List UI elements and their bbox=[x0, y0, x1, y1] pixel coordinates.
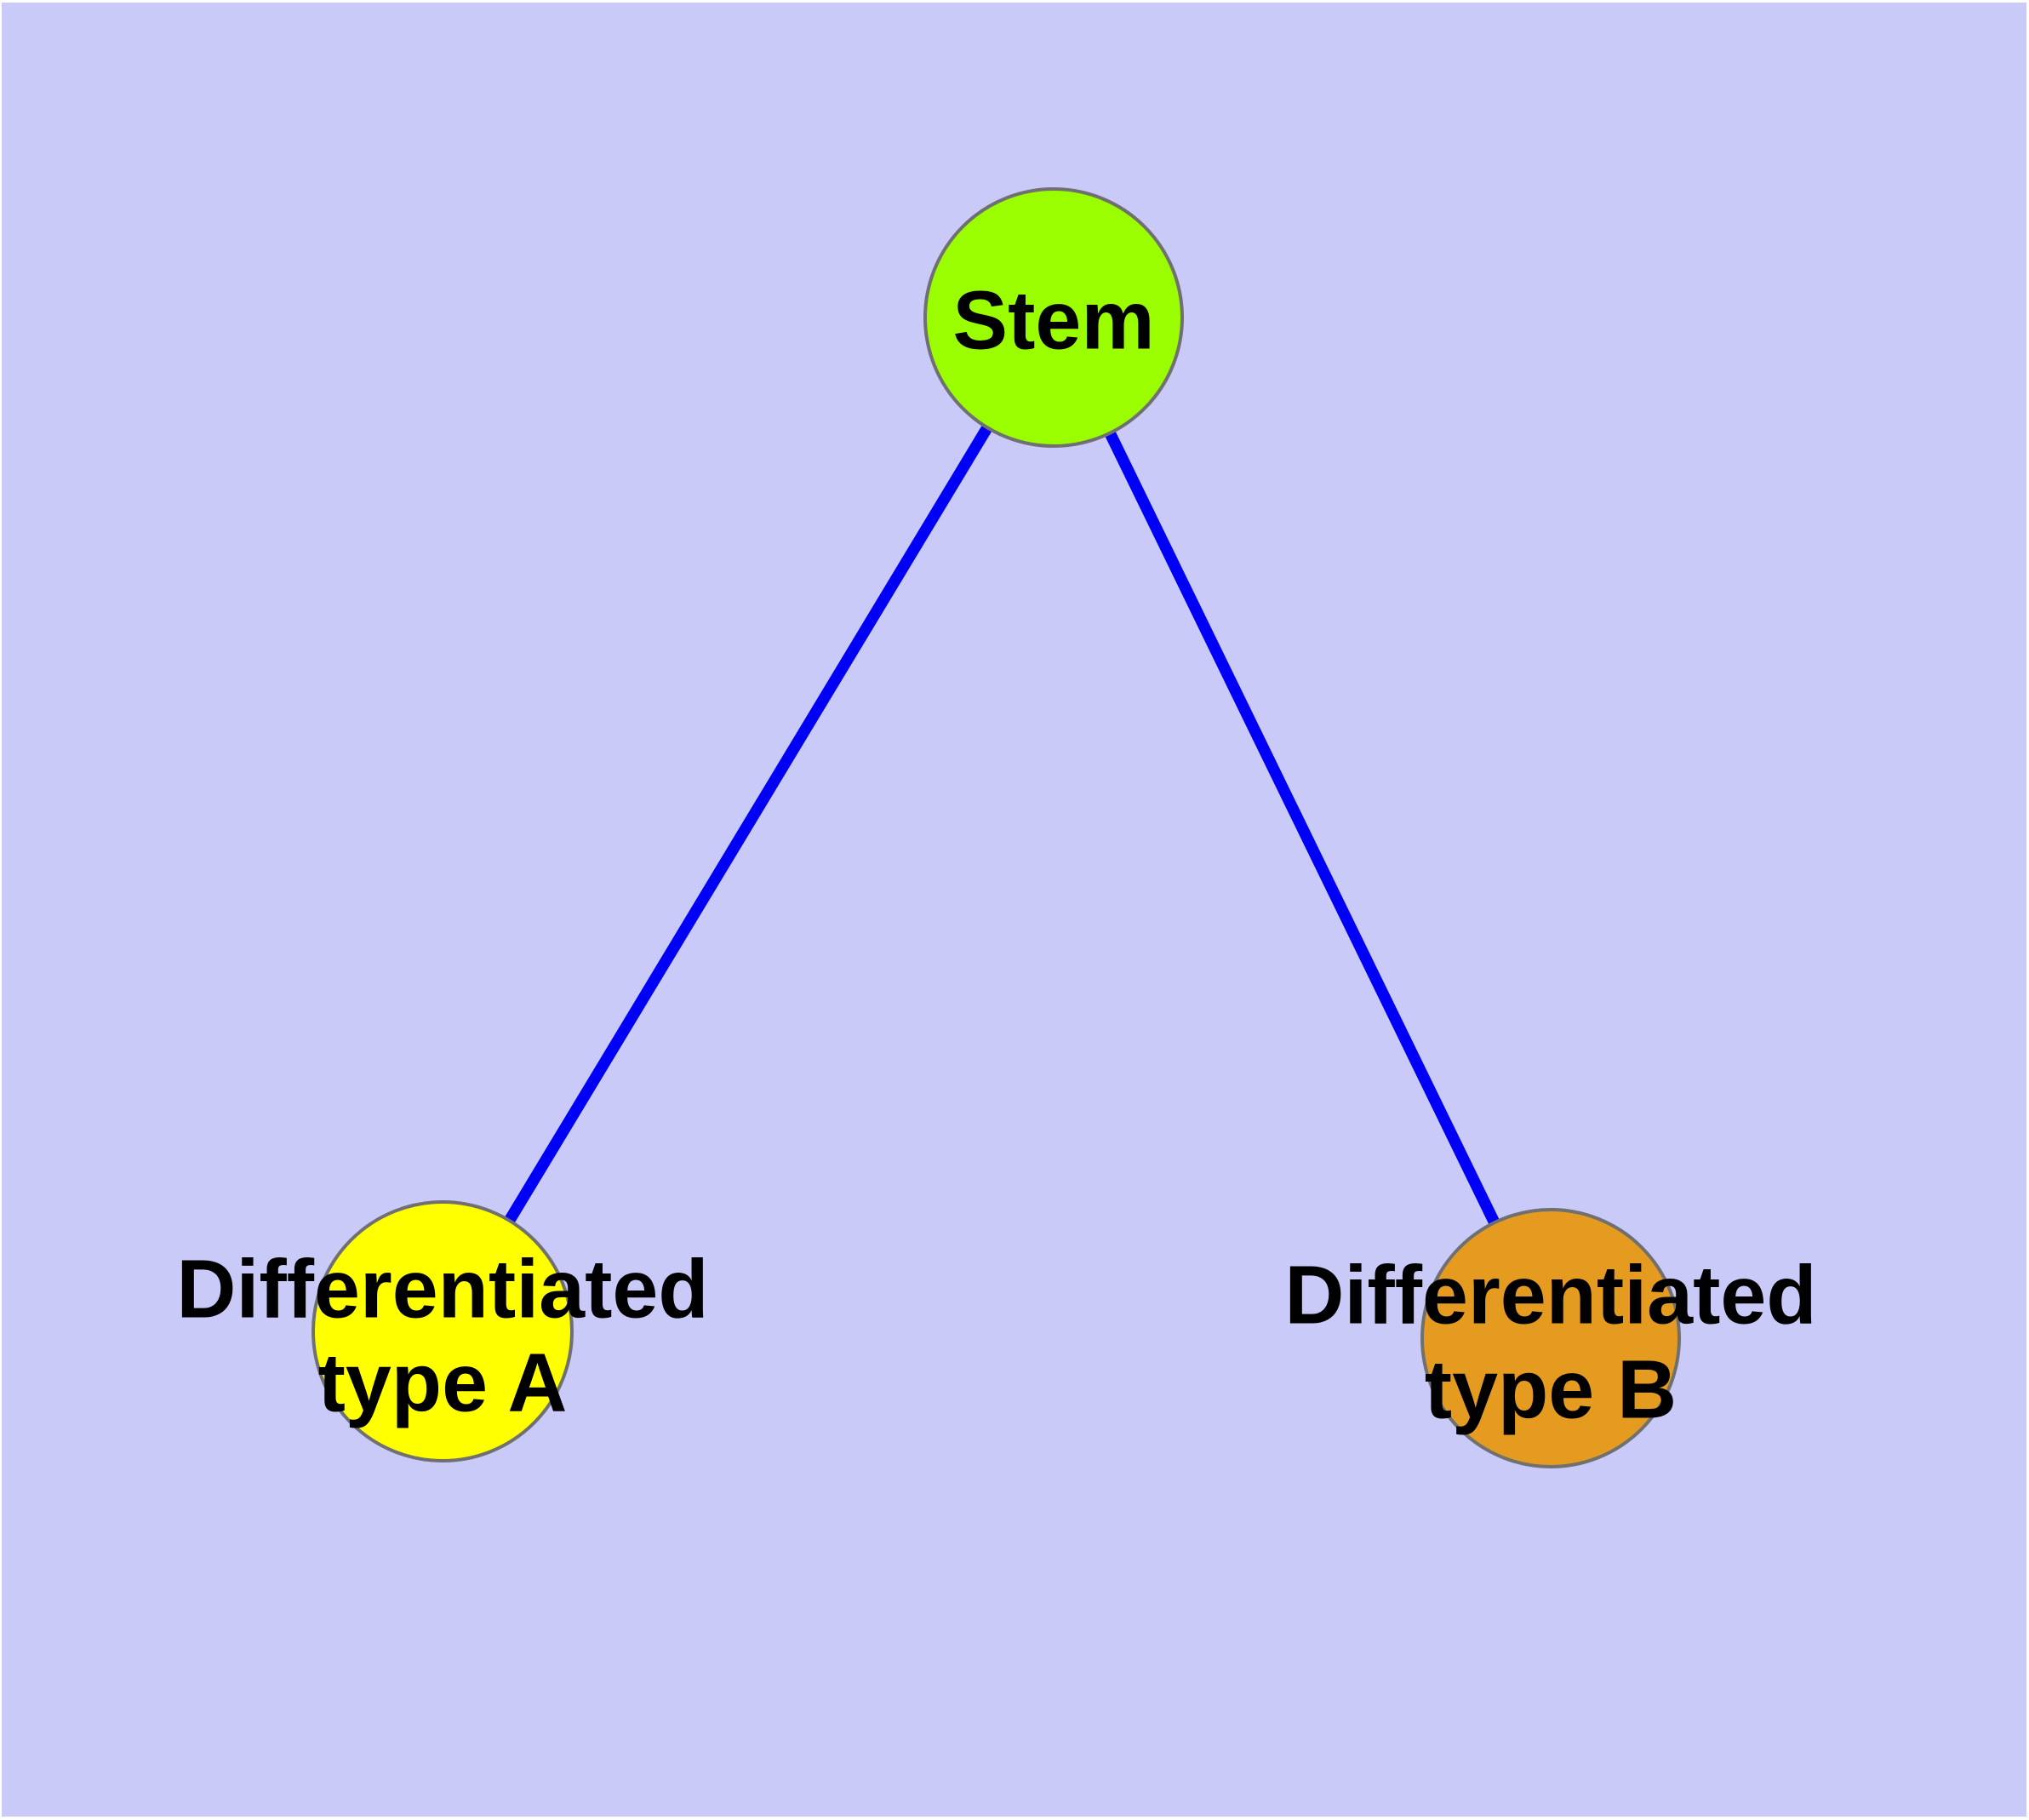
node-type-b-label-line1: Differentiated bbox=[1284, 1249, 1816, 1342]
node-stem-label: Stem bbox=[952, 274, 1154, 367]
node-stem bbox=[923, 187, 1184, 448]
node-type-a-label-line2: type A bbox=[318, 1336, 568, 1429]
node-differentiated-type-a bbox=[311, 1200, 574, 1462]
edge-stem-to-type-b bbox=[1048, 315, 1557, 1341]
edge-stem-to-type-a bbox=[437, 314, 1059, 1335]
node-type-a-label-line1: Differentiated bbox=[176, 1243, 708, 1336]
node-type-b-label-line2: type B bbox=[1425, 1343, 1677, 1436]
node-differentiated-type-b bbox=[1420, 1208, 1681, 1468]
